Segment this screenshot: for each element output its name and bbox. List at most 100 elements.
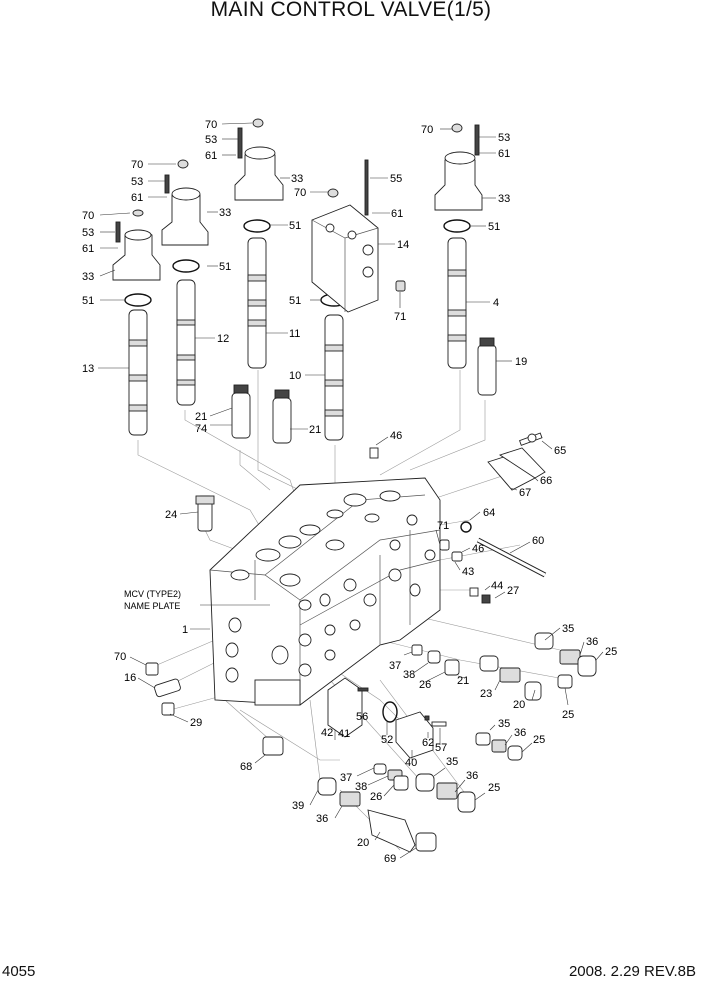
pilot-block-14: [311, 159, 406, 313]
callout: 37: [340, 772, 352, 784]
callout-labels: 70 53 61 33 51 13 70 53 61 33 51 12 70 5…: [82, 119, 617, 865]
rod-60: [476, 537, 547, 578]
solenoid-valve-top: [234, 118, 284, 201]
callout: 20: [513, 699, 525, 711]
fitting-24: [195, 495, 215, 532]
callout: 14: [397, 239, 409, 251]
callout: 20: [357, 837, 369, 849]
callout: 53: [205, 134, 217, 146]
callout: 69: [384, 853, 396, 865]
callout: 26: [419, 679, 431, 691]
callout: 25: [562, 709, 574, 721]
callout: 27: [507, 585, 519, 597]
callout: 61: [498, 148, 510, 160]
leader-lines: [98, 122, 604, 859]
main-valve-body: [209, 477, 441, 706]
poppet-spring-group-1: [411, 632, 597, 701]
callout: 61: [205, 150, 217, 162]
callout: 53: [498, 132, 510, 144]
callout: 33: [291, 173, 303, 185]
callout: 21: [457, 675, 469, 687]
callout: 29: [190, 717, 202, 729]
callout: 44: [491, 580, 503, 592]
relief-valves: [231, 337, 497, 459]
callout: 70: [205, 119, 217, 131]
callout: 70: [82, 210, 94, 222]
page-number: 4055: [2, 963, 36, 980]
callout: 35: [446, 756, 458, 768]
callout: 67: [519, 487, 531, 499]
callout: 71: [437, 520, 449, 532]
callout: 40: [405, 757, 417, 769]
callout: 70: [114, 651, 126, 663]
callout: 74: [195, 423, 207, 435]
spools: [128, 237, 467, 441]
callout: 61: [131, 192, 143, 204]
callout: 24: [165, 509, 177, 521]
callout: 25: [488, 782, 500, 794]
callout: 51: [488, 221, 500, 233]
solenoid-valve-right: [434, 123, 483, 211]
callout: 23: [480, 688, 492, 700]
solenoid-valve-left: [112, 209, 161, 281]
callout: 39: [292, 800, 304, 812]
callout: 70: [131, 159, 143, 171]
page-title: MAIN CONTROL VALVE(1/5): [210, 0, 492, 21]
callout: 70: [421, 124, 433, 136]
callout: 10: [289, 370, 301, 382]
callout: 41: [338, 728, 350, 740]
callout: 19: [515, 356, 527, 368]
callout: 65: [554, 445, 566, 457]
callout: 33: [82, 271, 94, 283]
callout: 53: [131, 176, 143, 188]
poppet-spring-group-2: [475, 732, 523, 761]
callout: 56: [356, 711, 368, 723]
callout: 51: [219, 261, 231, 273]
callout: 51: [82, 295, 94, 307]
cover-40-41: [327, 677, 447, 759]
callout: 21: [309, 424, 321, 436]
callout: 42: [321, 727, 333, 739]
callout: 71: [394, 311, 406, 323]
callout: 33: [219, 207, 231, 219]
callout: 13: [82, 363, 94, 375]
callout: 52: [381, 734, 393, 746]
revision-date: 2008. 2.29 REV.8B: [568, 963, 696, 980]
callout: 37: [389, 660, 401, 672]
callout: 62: [422, 737, 434, 749]
callout: 21: [195, 411, 207, 423]
callout: 66: [540, 475, 552, 487]
callout: 33: [498, 193, 510, 205]
callout: 38: [355, 781, 367, 793]
callout: 36: [586, 636, 598, 648]
callout: 35: [498, 718, 510, 730]
callout: 36: [316, 813, 328, 825]
callout: 61: [82, 243, 94, 255]
callout: 51: [289, 220, 301, 232]
cover-plate-66: [487, 432, 546, 491]
callout: 12: [217, 333, 229, 345]
callout: 36: [514, 727, 526, 739]
callout: 64: [483, 507, 495, 519]
callout: 16: [124, 672, 136, 684]
callout: 51: [289, 295, 301, 307]
callout: 11: [289, 328, 300, 340]
lower-group: [317, 763, 476, 853]
plugs-left: [145, 662, 284, 756]
callout: 36: [466, 770, 478, 782]
callout: 57: [435, 742, 447, 754]
callout: 46: [472, 543, 484, 555]
nameplate-label-line2: NAME PLATE: [124, 601, 180, 611]
callout: 53: [82, 227, 94, 239]
callout: 68: [240, 761, 252, 773]
solenoid-valve-mid-left: [161, 159, 209, 246]
callout: 1: [182, 624, 188, 636]
callout: 38: [403, 669, 415, 681]
nameplate-label-line1: MCV (TYPE2): [124, 589, 181, 599]
callout: 35: [562, 623, 574, 635]
callout: 25: [533, 734, 545, 746]
callout: 70: [294, 187, 306, 199]
callout: 60: [532, 535, 544, 547]
callout: 43: [462, 566, 474, 578]
